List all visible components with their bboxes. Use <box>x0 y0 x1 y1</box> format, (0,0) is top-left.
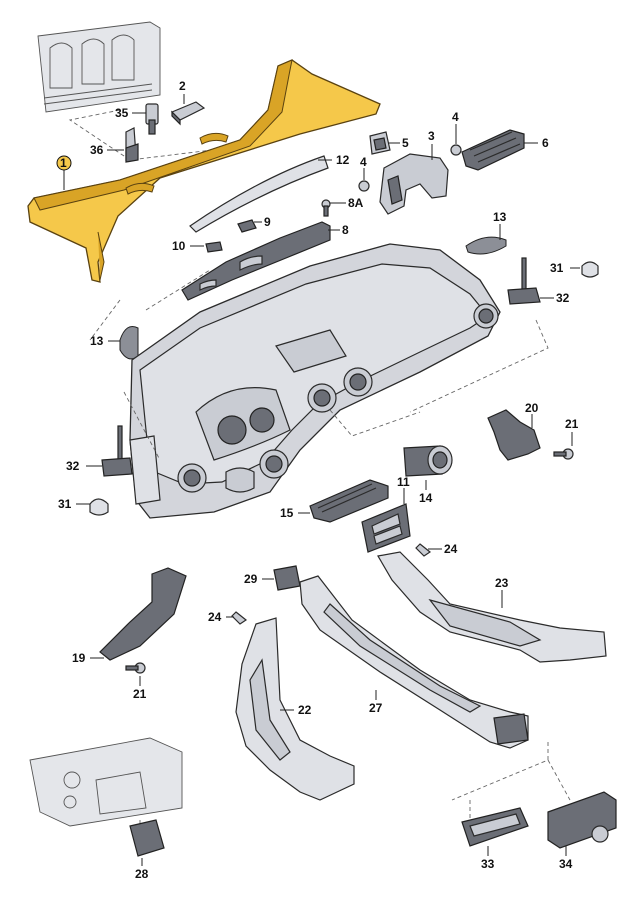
part-11-vent-grid[interactable] <box>361 503 411 553</box>
part-13-vent-right[interactable] <box>465 236 507 255</box>
callout-21-right[interactable]: 21 <box>565 417 579 431</box>
part-9-clip[interactable] <box>237 219 257 233</box>
callout-24-left[interactable]: 24 <box>208 610 222 624</box>
callout-10[interactable]: 10 <box>172 239 186 253</box>
part-31-clip-left[interactable] <box>89 498 109 516</box>
callout-34[interactable]: 34 <box>559 857 573 871</box>
part-36-bracket[interactable] <box>125 127 139 163</box>
callout-28[interactable]: 28 <box>135 867 149 881</box>
part-14-vent-round[interactable] <box>403 445 453 477</box>
callout-31-right[interactable]: 31 <box>550 261 564 275</box>
callout-19[interactable]: 19 <box>72 651 86 665</box>
part-27-centre-duct[interactable] <box>299 575 529 749</box>
part-35-sensor[interactable] <box>145 103 159 135</box>
callout-24-right[interactable]: 24 <box>444 542 458 556</box>
part-12-trim-strip[interactable] <box>189 155 329 233</box>
part-10-clip[interactable] <box>205 241 223 253</box>
part-32-plug-left[interactable] <box>101 425 133 477</box>
callout-33[interactable]: 33 <box>481 857 495 871</box>
part-24-screw-b[interactable] <box>231 611 248 625</box>
part-28-footwell-vent[interactable] <box>129 819 165 857</box>
part-24-screw-a[interactable] <box>415 543 432 557</box>
part-32-plug-right[interactable] <box>507 257 541 305</box>
callout-5[interactable]: 5 <box>402 136 409 150</box>
inset-bottom-left <box>29 737 183 827</box>
part-8a-screw[interactable] <box>321 199 331 217</box>
callout-35[interactable]: 35 <box>115 106 129 120</box>
part-21-bolt-a[interactable] <box>553 448 574 460</box>
part-15-glovebox-vent[interactable] <box>309 479 389 523</box>
part-6-grille[interactable] <box>461 129 525 171</box>
part-1-plenum-panel[interactable] <box>27 59 381 283</box>
part-13-vent-left[interactable] <box>119 326 139 360</box>
callout-31-left[interactable]: 31 <box>58 497 72 511</box>
callout-4-mid[interactable]: 4 <box>360 155 367 169</box>
part-20-bracket[interactable] <box>487 409 541 461</box>
callout-4-top[interactable]: 4 <box>452 110 459 124</box>
callout-13-top[interactable]: 13 <box>493 210 507 224</box>
callout-20[interactable]: 20 <box>525 401 539 415</box>
callout-3[interactable]: 3 <box>428 129 435 143</box>
callout-1[interactable]: 1 <box>60 156 67 170</box>
callout-12[interactable]: 12 <box>336 153 350 167</box>
callout-9[interactable]: 9 <box>264 215 271 229</box>
callout-15[interactable]: 15 <box>280 506 294 520</box>
part-3-mount-bracket[interactable] <box>379 153 449 215</box>
callout-22[interactable]: 22 <box>298 703 312 717</box>
callout-32-left[interactable]: 32 <box>66 459 80 473</box>
callout-labels: 1 2 35 36 4 3 5 4 6 12 8A 9 8 10 13 31 3… <box>56 79 579 881</box>
callout-29[interactable]: 29 <box>244 572 258 586</box>
part-19-bracket[interactable] <box>99 567 187 661</box>
part-31-clip-right[interactable] <box>581 261 599 278</box>
callout-2[interactable]: 2 <box>179 79 186 93</box>
leader-lines <box>63 94 580 866</box>
callout-badge-1 <box>56 155 72 171</box>
inset-top-left <box>37 21 161 113</box>
part-22-side-duct[interactable] <box>235 617 355 801</box>
part-21-bolt-b[interactable] <box>125 662 146 674</box>
part-29-foam-block[interactable] <box>273 565 301 591</box>
part-33-rear-vent[interactable] <box>461 807 529 847</box>
part-23-air-duct[interactable] <box>377 551 607 663</box>
callout-36[interactable]: 36 <box>90 143 104 157</box>
callout-23[interactable]: 23 <box>495 576 509 590</box>
part-8-trim-panel[interactable] <box>181 221 331 301</box>
part-5-clip[interactable] <box>369 131 391 155</box>
callout-27[interactable]: 27 <box>369 701 383 715</box>
dashboard-body <box>129 243 501 519</box>
callout-11[interactable]: 11 <box>397 475 410 489</box>
part-2-clip[interactable] <box>170 101 206 126</box>
part-4-nut-a[interactable] <box>358 180 370 192</box>
callout-32-right[interactable]: 32 <box>556 291 570 305</box>
part-4-nut-b[interactable] <box>450 144 462 156</box>
callout-14[interactable]: 14 <box>419 491 433 505</box>
callout-8[interactable]: 8 <box>342 223 349 237</box>
part-34-rear-control[interactable] <box>547 791 617 849</box>
callout-21-left[interactable]: 21 <box>133 687 147 701</box>
callout-6[interactable]: 6 <box>542 136 549 150</box>
callout-8a[interactable]: 8A <box>348 196 364 210</box>
callout-13-left[interactable]: 13 <box>90 334 104 348</box>
